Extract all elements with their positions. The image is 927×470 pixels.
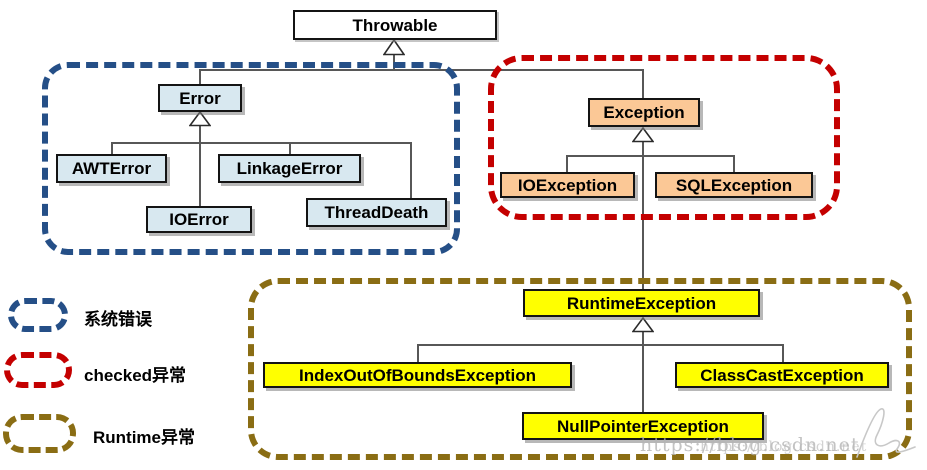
legend-label-runtime: Runtime异常 — [93, 428, 195, 447]
node-ioexception: IOException — [500, 172, 635, 198]
node-exception: Exception — [588, 98, 700, 127]
node-awterror: AWTError — [56, 154, 167, 183]
node-label: Throwable — [352, 15, 438, 35]
node-label: IndexOutOfBoundsException — [298, 365, 537, 385]
edge-awterror-top — [111, 143, 113, 154]
inheritance-arrow-icon — [632, 317, 654, 333]
node-label: AWTError — [71, 159, 152, 178]
legend-swatch-runtime — [3, 414, 76, 453]
error-group-frame — [42, 62, 460, 255]
watermark-url-overlap: https://blog.csdn.net — [700, 439, 868, 455]
node-linkageerror: LinkageError — [218, 154, 361, 183]
node-nullpointerexception: NullPointerException — [522, 412, 764, 440]
runtime-group-frame — [248, 278, 912, 460]
node-label: IOException — [517, 175, 618, 195]
node-label: Exception — [603, 103, 685, 122]
inheritance-arrow-icon — [632, 127, 654, 143]
edge-threaddeath-top — [410, 143, 412, 198]
edge-ioexception-top — [566, 156, 568, 172]
edge-throwable-children — [199, 69, 644, 71]
inheritance-arrow-icon — [189, 111, 211, 127]
node-label: ClassCastException — [700, 365, 864, 385]
node-sqlexception: SQLException — [655, 172, 813, 198]
node-label: Error — [179, 88, 221, 108]
legend-swatch-system-error — [8, 298, 68, 332]
edge-indexoob-top — [417, 345, 419, 362]
node-indexoutofboundsexception: IndexOutOfBoundsException — [263, 362, 572, 388]
inheritance-arrow-icon — [383, 39, 405, 56]
edge-runtime-children — [417, 344, 784, 346]
node-classcastexception: ClassCastException — [675, 362, 889, 388]
edge-exception-top — [642, 70, 644, 98]
legend-label-checked: checked异常 — [84, 366, 187, 385]
node-label: RuntimeException — [566, 293, 717, 313]
legend-label-system-error: 系统错误 — [84, 310, 152, 329]
node-label: NullPointerException — [557, 416, 729, 436]
signature-watermark-icon — [856, 408, 916, 458]
node-label: IOError — [169, 210, 229, 229]
node-label: SQLException — [675, 175, 793, 195]
edge-error-stem — [199, 126, 201, 206]
watermark-url: https://blog.csdn.net — [640, 434, 860, 456]
node-error: Error — [158, 84, 242, 112]
edge-error-top — [199, 70, 201, 84]
edge-sqlexception-top — [733, 156, 735, 172]
legend-swatch-checked — [4, 352, 72, 388]
edge-linkageerror-top — [289, 143, 291, 154]
node-label: ThreadDeath — [324, 203, 429, 222]
node-label: LinkageError — [236, 159, 343, 178]
edge-error-children — [111, 142, 412, 144]
node-throwable: Throwable — [293, 10, 497, 40]
edge-runtime-stem — [642, 331, 644, 412]
node-threaddeath: ThreadDeath — [306, 198, 447, 227]
node-runtimeexception: RuntimeException — [523, 289, 760, 317]
edge-classcast-top — [782, 345, 784, 362]
checked-group-frame — [488, 55, 840, 220]
edge-exception-children — [566, 155, 735, 157]
node-ioerror: IOError — [146, 206, 252, 233]
